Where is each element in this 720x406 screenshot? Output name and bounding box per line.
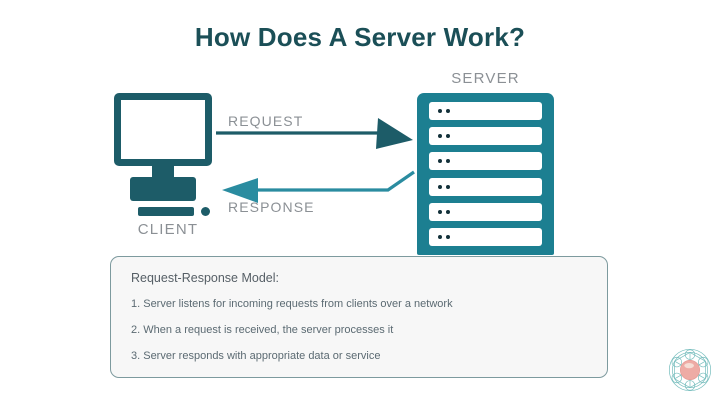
response-label: RESPONSE <box>228 199 315 215</box>
server-slot <box>429 227 542 246</box>
monitor-neck-icon <box>152 165 174 178</box>
slot-indicator-dot <box>446 109 450 113</box>
slot-indicator-dot <box>446 159 450 164</box>
request-response-panel: Request-Response Model: 1. Server listen… <box>110 256 608 378</box>
server-slot <box>429 102 542 120</box>
keyboard-icon <box>138 207 194 216</box>
request-label: REQUEST <box>228 113 304 129</box>
panel-list-item: 1. Server listens for incoming requests … <box>131 298 453 310</box>
monitor-screen-icon <box>114 93 212 166</box>
slot-indicator-dot <box>438 184 442 189</box>
slot-indicator-dot <box>446 209 450 214</box>
slot-indicator-dot <box>446 234 450 239</box>
slot-indicator-dot <box>438 159 442 164</box>
server-slot <box>429 202 542 221</box>
slot-indicator-dot <box>446 184 450 189</box>
monitor-stand-icon <box>130 177 196 201</box>
server-slot <box>429 152 542 171</box>
panel-list-item: 3. Server responds with appropriate data… <box>131 350 381 362</box>
page-title: How Does A Server Work? <box>194 22 526 52</box>
slot-indicator-dot <box>438 209 442 214</box>
mouse-icon <box>201 207 210 216</box>
slot-indicator-dot <box>438 109 442 113</box>
slot-indicator-dot <box>438 134 442 139</box>
slot-indicator-dot <box>446 134 450 139</box>
panel-list-item: 2. When a request is received, the serve… <box>131 324 394 336</box>
panel-heading: Request-Response Model: <box>131 271 279 285</box>
server-slot <box>429 177 542 196</box>
server-label: SERVER <box>451 70 520 87</box>
slot-indicator-dot <box>438 234 442 239</box>
server-slot <box>429 127 542 146</box>
client-group: CLIENT <box>108 93 228 248</box>
geometric-circle-logo-icon <box>668 348 712 392</box>
server-rack-icon <box>417 93 554 255</box>
client-label: CLIENT <box>137 221 199 238</box>
